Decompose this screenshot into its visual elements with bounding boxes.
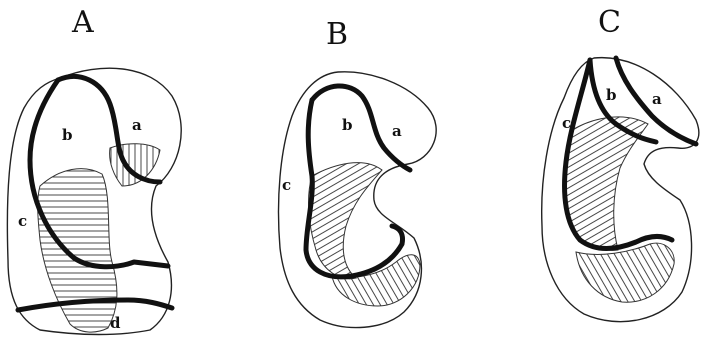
panel-b-label-c: c [282, 176, 291, 194]
panel-a-label-a: a [132, 116, 142, 134]
panel-b-label-b: b [342, 116, 353, 134]
panel-b: B a b c [279, 17, 437, 328]
panel-c-title: C [598, 5, 621, 40]
panel-c-label-c: c [562, 114, 571, 132]
panel-c-striated-lower [576, 243, 674, 302]
panel-c-label-a: a [652, 90, 662, 108]
panel-c-label-b: b [606, 86, 617, 104]
panel-c: C a b c [542, 5, 699, 322]
panel-a-striated-main [38, 169, 117, 332]
panel-b-striated-main [309, 163, 382, 279]
panel-a-label-d: d [110, 314, 121, 332]
panel-a-title: A [71, 5, 94, 40]
panel-b-title: B [326, 17, 348, 52]
panel-a-label-b: b [62, 126, 73, 144]
panel-b-label-a: a [392, 122, 402, 140]
panel-a: A a b c d [7, 5, 181, 335]
panel-a-label-c: c [18, 212, 27, 230]
